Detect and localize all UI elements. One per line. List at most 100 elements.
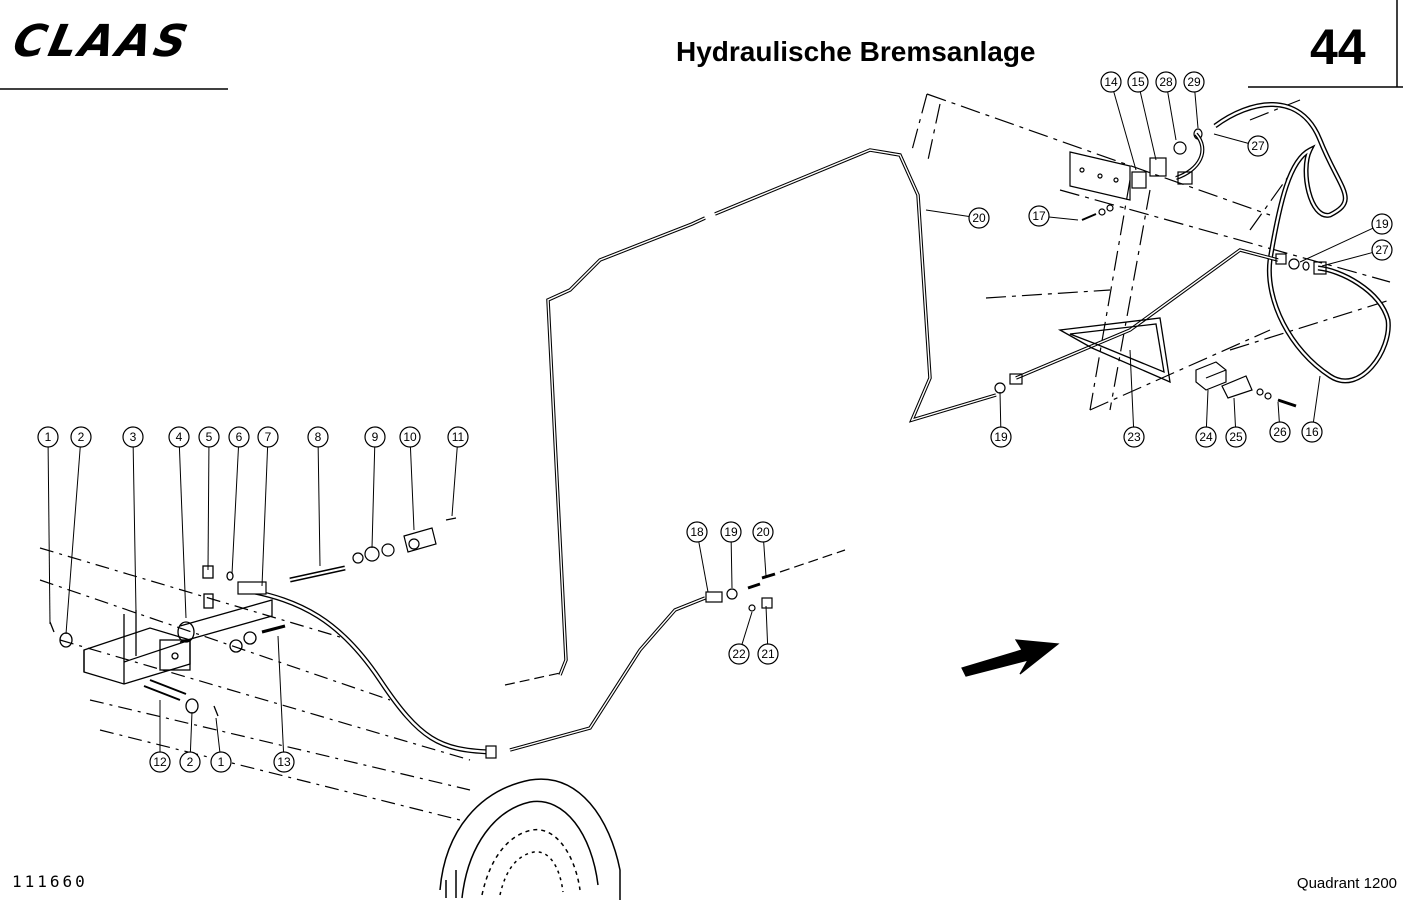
callout-17: 17: [1028, 205, 1050, 227]
page-number: 44: [1310, 19, 1366, 75]
leader-line: [925, 209, 970, 218]
callout-14: 14: [1100, 71, 1122, 93]
callout-10: 10: [399, 426, 421, 448]
brake-cylinder-bracket: [49, 565, 286, 717]
callout-number: 9: [372, 430, 379, 444]
callout-number: 19: [994, 430, 1008, 444]
callout-23: 23: [1123, 426, 1145, 448]
callout-circle: [1371, 239, 1393, 261]
callout-circle: [210, 751, 232, 773]
leader-line: [371, 446, 376, 549]
wheel-drawing: [439, 778, 621, 900]
callout-circle: [307, 426, 329, 448]
callout-circle: [198, 426, 220, 448]
leader-line: [317, 446, 321, 567]
leader-line: [1312, 375, 1321, 423]
callout-27: 27: [1247, 135, 1269, 157]
callout-circle: [1155, 71, 1177, 93]
direction-arrow-icon: [961, 639, 1060, 677]
callout-circle: [990, 426, 1012, 448]
callout-circle: [1028, 205, 1050, 227]
leader-line: [277, 635, 285, 753]
callout-number: 5: [206, 430, 213, 444]
leader-line: [215, 717, 221, 753]
brake-hose-left: [237, 581, 497, 759]
callout-circle: [447, 426, 469, 448]
callout-number: 22: [732, 647, 746, 661]
callout-number: 27: [1375, 243, 1389, 257]
leader-line: [763, 541, 767, 577]
page-title: Hydraulische Bremsanlage: [676, 36, 1036, 67]
callout-circle: [273, 751, 295, 773]
callout-number: 20: [972, 211, 986, 225]
leader-line: [207, 446, 210, 571]
callout-circle: [37, 426, 59, 448]
callout-circle: [179, 751, 201, 773]
leader-line: [1277, 401, 1280, 423]
leader-line: [132, 446, 137, 613]
callout-4: 4: [168, 426, 190, 448]
callout-circle: [686, 521, 708, 543]
leader-line: [999, 391, 1002, 428]
callout-number: 6: [236, 430, 243, 444]
drawing-number: 111660: [12, 872, 88, 891]
callout-24: 24: [1195, 426, 1217, 448]
callout-number: 10: [403, 430, 417, 444]
callout-circle: [728, 643, 750, 665]
callout-7: 7: [257, 426, 279, 448]
frame-dashed-right: [911, 93, 1391, 411]
callout-number: 20: [756, 525, 770, 539]
callout-22: 22: [728, 643, 750, 665]
callout-circle: [70, 426, 92, 448]
callout-circle: [1123, 426, 1145, 448]
brake-line-lower: [509, 596, 706, 752]
callout-1: 1: [37, 426, 59, 448]
leader-line: [231, 446, 239, 575]
callout-number: 2: [78, 430, 85, 444]
callout-number: 11: [452, 430, 465, 444]
leader-line: [1299, 227, 1374, 263]
callout-15: 15: [1127, 71, 1149, 93]
callout-3: 3: [122, 426, 144, 448]
callout-number: 15: [1131, 75, 1145, 89]
callout-number: 4: [176, 430, 183, 444]
callout-number: 28: [1159, 75, 1173, 89]
brake-hose-right: [1213, 102, 1391, 384]
callout-9: 9: [364, 426, 386, 448]
callout-circle: [1247, 135, 1269, 157]
line-continuation-left: [504, 672, 561, 686]
callout-circle: [752, 521, 774, 543]
triangle-bracket: [1057, 317, 1171, 384]
leader-line: [1205, 389, 1209, 428]
callout-6: 6: [228, 426, 250, 448]
callout-25: 25: [1225, 426, 1247, 448]
callout-number: 19: [724, 525, 738, 539]
callout-21: 21: [757, 643, 779, 665]
callout-circle: [1225, 426, 1247, 448]
callout-2: 2: [70, 426, 92, 448]
callout-number: 21: [761, 647, 775, 661]
callout-circle: [399, 426, 421, 448]
leader-line: [741, 611, 753, 645]
brake-line-main: [546, 148, 997, 676]
model-name: Quadrant 1200: [1296, 875, 1397, 892]
callout-number: 13: [277, 755, 291, 769]
callout-number: 18: [690, 525, 704, 539]
callout-circle: [228, 426, 250, 448]
callout-19: 19: [990, 426, 1012, 448]
leader-line: [1233, 397, 1236, 428]
fittings-lower-center: [705, 549, 846, 612]
callout-circle: [364, 426, 386, 448]
callout-number: 25: [1229, 430, 1243, 444]
callout-5: 5: [198, 426, 220, 448]
callout-18: 18: [686, 521, 708, 543]
callout-number: 3: [130, 430, 137, 444]
callout-number: 17: [1032, 209, 1046, 223]
callout-number: 12: [153, 755, 167, 769]
callout-circle: [720, 521, 742, 543]
callout-number: 2: [187, 755, 194, 769]
callout-circle: [757, 643, 779, 665]
callout-19: 19: [1371, 213, 1393, 235]
